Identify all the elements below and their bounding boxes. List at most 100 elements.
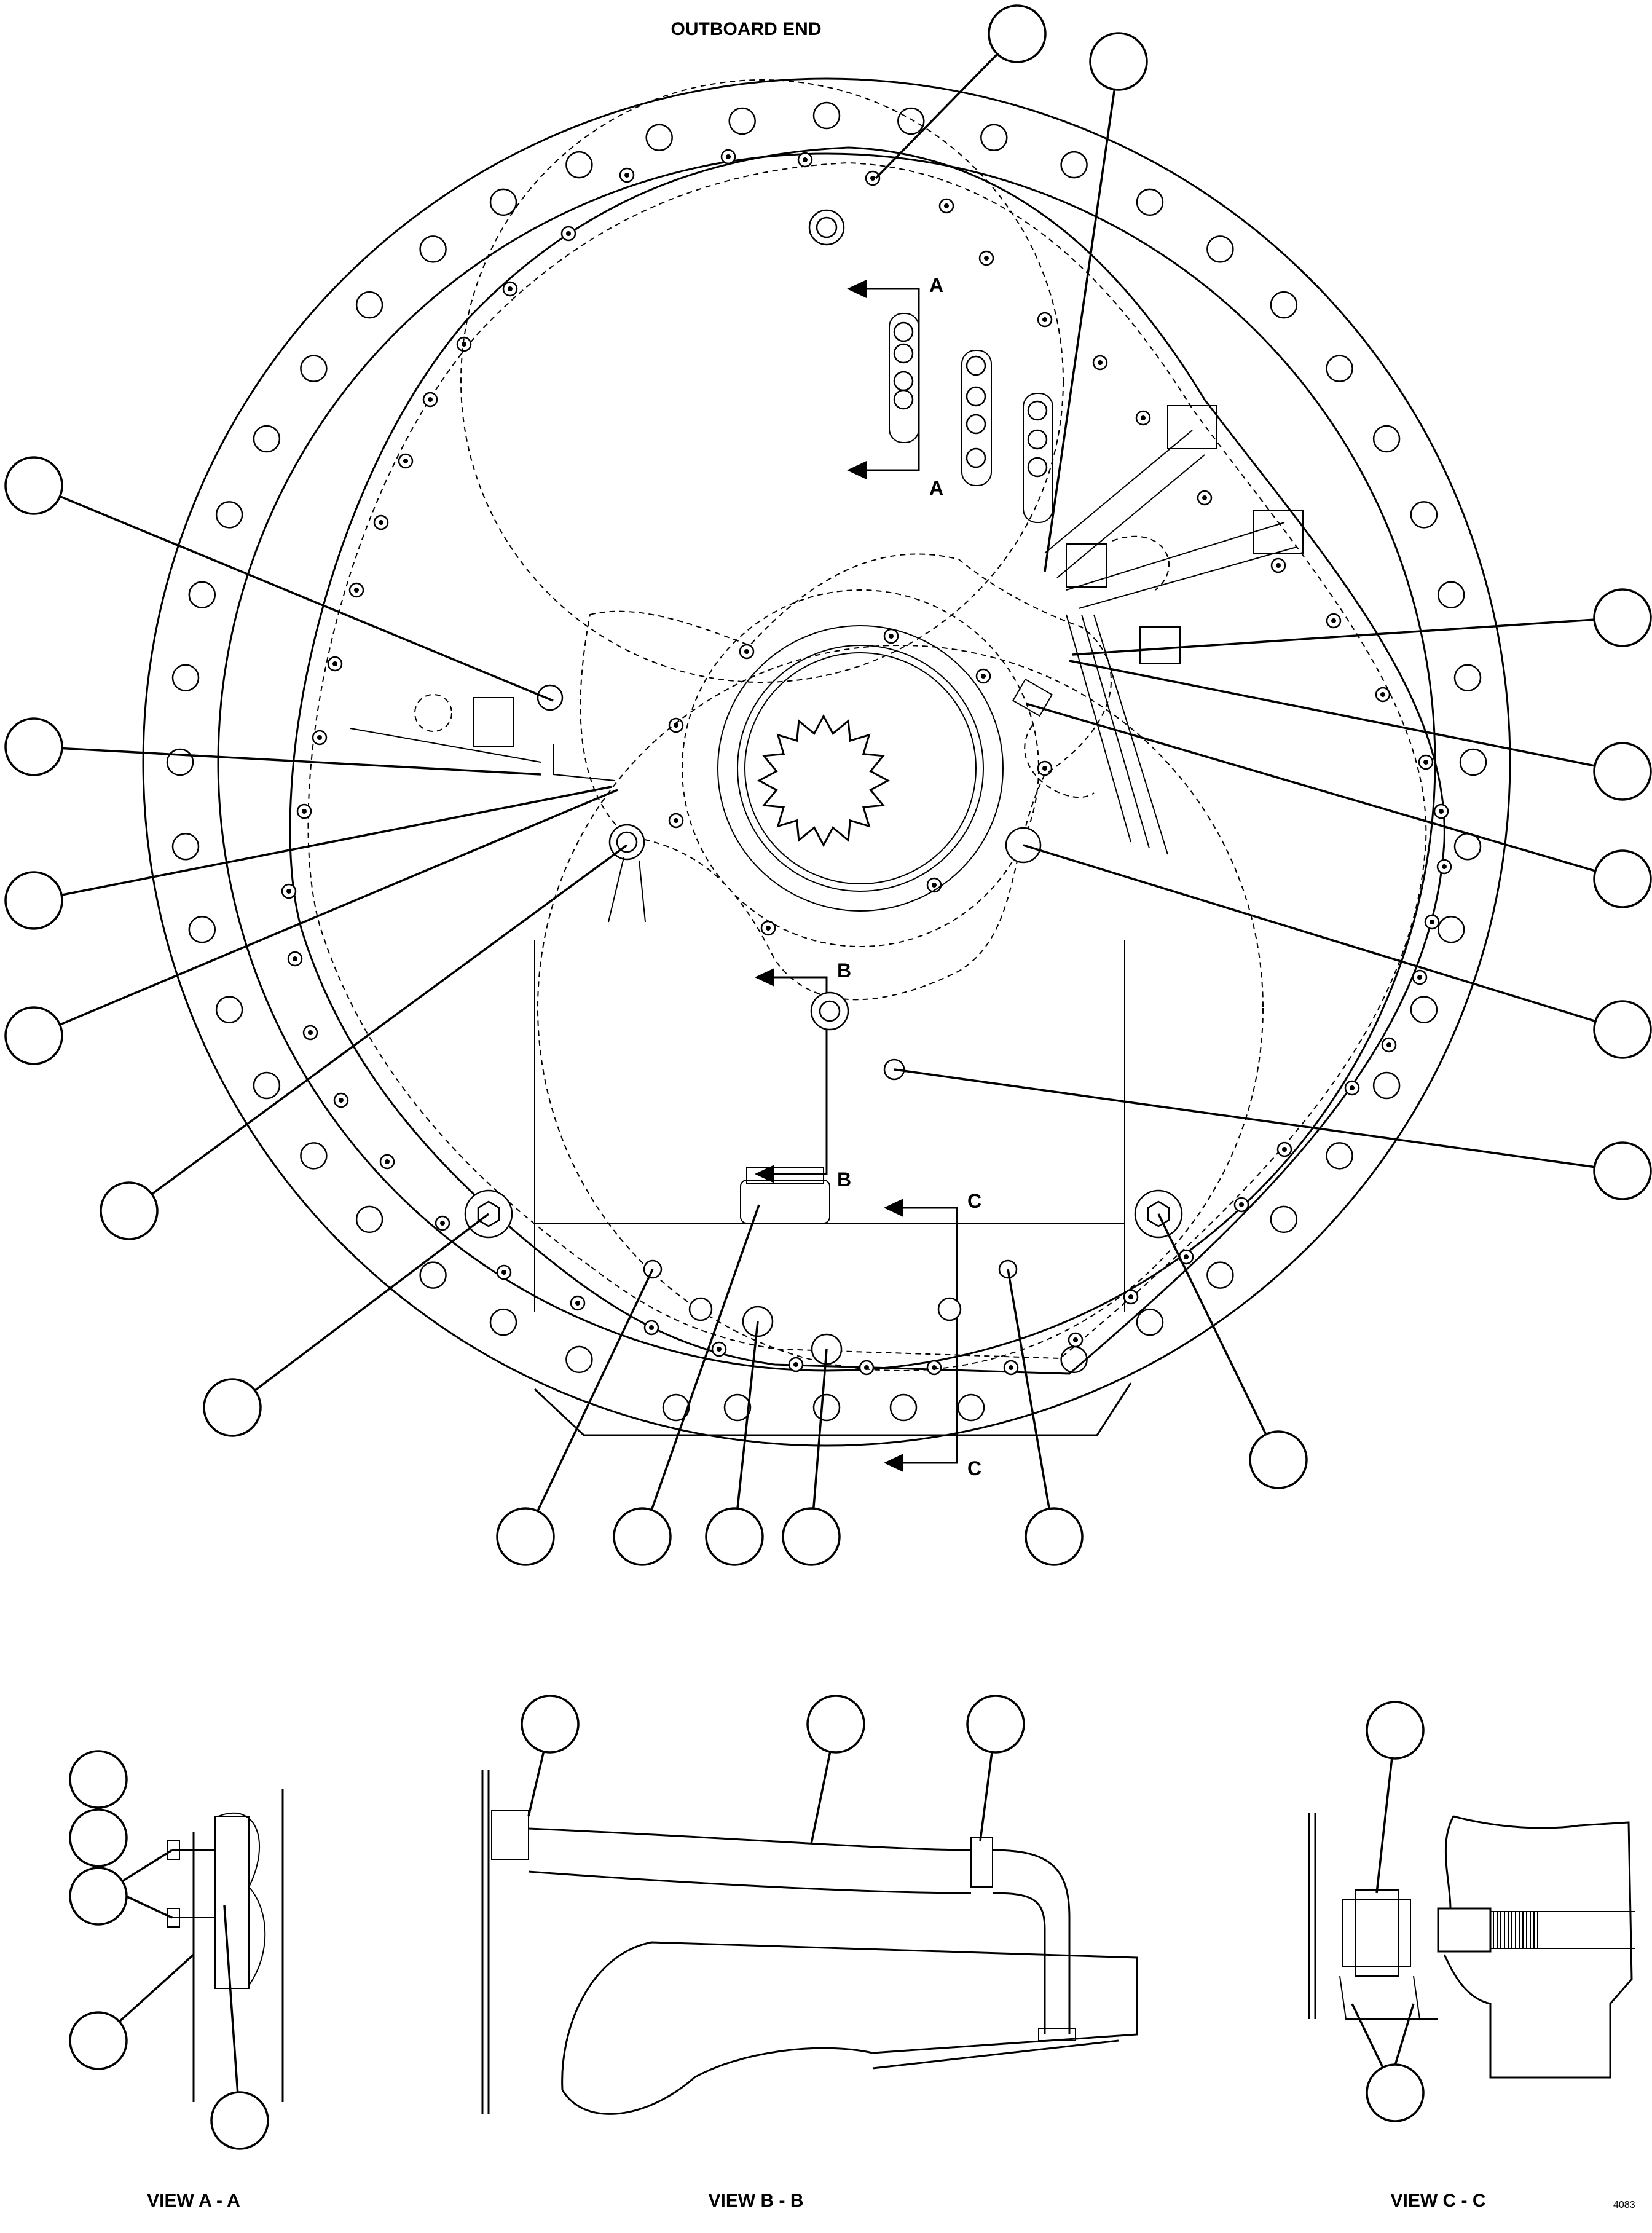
flange-hole bbox=[1437, 581, 1465, 608]
plugs-and-fittings bbox=[464, 209, 1183, 1365]
main-callouts bbox=[4, 4, 1652, 1566]
cover-bolt bbox=[619, 167, 635, 183]
flange-hole bbox=[812, 1393, 841, 1422]
pinion-brackets bbox=[889, 313, 1053, 523]
hub-bolt-circle bbox=[682, 589, 1039, 947]
callout-bubble bbox=[4, 789, 618, 1065]
flange-hole bbox=[355, 1205, 384, 1234]
flange-hole bbox=[355, 291, 384, 319]
drawing-number: 4083 bbox=[1613, 2200, 1635, 2210]
extra-leaders bbox=[125, 1895, 1415, 2066]
flange-hole bbox=[166, 748, 194, 776]
callout-bubble bbox=[782, 1349, 841, 1566]
callout-bubble bbox=[69, 1750, 128, 1809]
right-tubing-assembly bbox=[1012, 405, 1304, 855]
callout-bubble bbox=[4, 456, 554, 702]
cover-bolt bbox=[333, 1092, 349, 1108]
svg-text:C: C bbox=[967, 1190, 981, 1212]
flange-hole bbox=[1372, 1071, 1401, 1100]
hub-bolt bbox=[975, 668, 991, 684]
cover-bolt bbox=[865, 170, 881, 186]
flange-hole bbox=[1136, 1308, 1164, 1336]
flange-hole bbox=[980, 124, 1008, 152]
left-breather bbox=[537, 684, 564, 711]
hub-bolt bbox=[883, 628, 899, 644]
flange-hole bbox=[565, 151, 593, 179]
cover-bolt bbox=[496, 1264, 512, 1280]
cover-bolt bbox=[859, 1360, 875, 1376]
callout-bubble bbox=[806, 1695, 865, 1845]
hub-bolt bbox=[668, 813, 684, 829]
flange-hole bbox=[300, 1142, 328, 1170]
callout-bubble bbox=[613, 1204, 760, 1566]
callout-bubble bbox=[496, 1269, 654, 1566]
gear-pitch-circle bbox=[537, 645, 1264, 1371]
hub-bore-circle bbox=[744, 652, 977, 884]
left-fitting-assembly bbox=[350, 694, 646, 923]
detail-callouts bbox=[69, 1695, 1425, 2150]
callout-bubble bbox=[203, 1213, 490, 1437]
flange-hole bbox=[1453, 833, 1482, 861]
cover-bolt bbox=[1436, 859, 1452, 875]
callout-bubble bbox=[1044, 32, 1148, 572]
flange-hole bbox=[1459, 748, 1487, 776]
callout-bubble bbox=[100, 844, 628, 1240]
main-housing-view: A A B B C C bbox=[142, 77, 1511, 1479]
flange-hole bbox=[645, 124, 673, 152]
cover-bolt bbox=[502, 281, 518, 297]
flange-hole bbox=[1372, 425, 1401, 453]
cover-bolt bbox=[1037, 312, 1053, 328]
flange-hole bbox=[889, 1393, 918, 1422]
cover-bolt bbox=[1197, 490, 1213, 506]
flange-hole bbox=[1410, 996, 1438, 1023]
flange-hole bbox=[253, 1071, 281, 1100]
flange-hole bbox=[215, 996, 243, 1023]
cover-bolt bbox=[1381, 1037, 1397, 1053]
flange-hole bbox=[1270, 291, 1298, 319]
cover-bolt bbox=[643, 1320, 659, 1336]
flange-hole bbox=[419, 1261, 447, 1289]
flange-hole bbox=[812, 101, 841, 130]
hub-bolt bbox=[668, 717, 684, 733]
callout-bubble bbox=[4, 786, 612, 930]
callout-bubble bbox=[894, 1068, 1652, 1200]
cover-bolt bbox=[788, 1357, 804, 1372]
cover-bolt bbox=[348, 582, 364, 598]
flange-hole bbox=[489, 188, 517, 216]
callout-bubble bbox=[1023, 844, 1652, 1059]
cover-bolt bbox=[281, 883, 297, 899]
cover-bolt bbox=[1178, 1249, 1194, 1265]
callout-bubble bbox=[1007, 1269, 1084, 1566]
cover-bolts bbox=[281, 149, 1452, 1376]
pinion-pitch-circle bbox=[460, 79, 1064, 683]
callout-bubble bbox=[1157, 1213, 1308, 1489]
gear-web-outline bbox=[580, 553, 1112, 1001]
svg-text:A: A bbox=[929, 477, 943, 499]
outer-flange-ring bbox=[142, 77, 1511, 1447]
callout-bubble bbox=[521, 1695, 580, 1817]
bottom-skirt bbox=[533, 1382, 1132, 1436]
flange-hole bbox=[1060, 151, 1088, 179]
view-a-a: VIEW A - A bbox=[147, 1789, 284, 2211]
section-a-marker: A A bbox=[847, 274, 943, 499]
flange-hole bbox=[253, 425, 281, 453]
flange-hole bbox=[1326, 1142, 1353, 1170]
hub-bolt bbox=[739, 644, 755, 660]
svg-text:B: B bbox=[837, 959, 851, 982]
cover-bolt bbox=[373, 514, 389, 530]
gearcase-outline bbox=[289, 146, 1446, 1375]
cover-bolt bbox=[312, 730, 328, 746]
sump-outline bbox=[534, 940, 1125, 1312]
cover-bolt bbox=[1092, 355, 1108, 371]
callout-bubble bbox=[69, 1808, 128, 1867]
hub-bolt bbox=[1037, 760, 1053, 776]
flange-hole bbox=[188, 581, 216, 608]
cover-bolt bbox=[1412, 969, 1428, 985]
hub-mid-circle bbox=[737, 645, 984, 892]
flange-hole bbox=[171, 664, 200, 691]
flange-hole bbox=[489, 1308, 517, 1336]
flange-hole bbox=[957, 1393, 985, 1422]
bracket-2 bbox=[961, 350, 992, 486]
cover-bolt bbox=[287, 951, 303, 967]
